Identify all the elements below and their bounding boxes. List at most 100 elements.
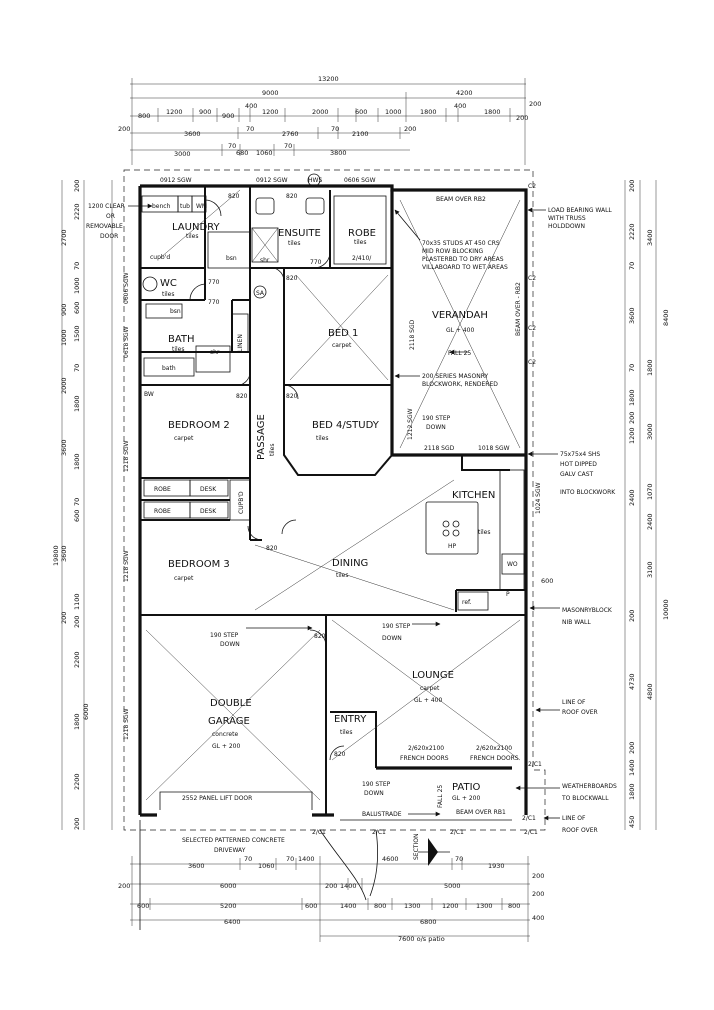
dim-bottom-a6: 70 (455, 855, 463, 863)
dim-right-a0: 200 (628, 180, 636, 192)
dim-bottom-a1: 70 (244, 855, 252, 863)
wc-finish: tiles (162, 291, 175, 298)
dim-right-b4: 3100 (646, 561, 654, 578)
dim-left-b5: 3600 (60, 439, 68, 456)
dim-top-200d: 200 (404, 125, 416, 133)
left-dimension-text: 19800 200 2220 70 1000 600 1500 70 1800 … (52, 180, 90, 830)
bed1-label: BED 1 (328, 328, 358, 339)
dim-top-200b: 200 (516, 114, 528, 122)
verandah-fall: FALL 25 (448, 350, 471, 357)
dim-bottom-a8: 200 (532, 872, 544, 880)
note-c1-a: 2/C1 (312, 829, 326, 836)
garage-label-2: GARAGE (208, 716, 250, 727)
note-french-1b: FRENCH DOORS (400, 755, 449, 762)
note-shs-3: GALV CAST (560, 471, 594, 478)
desk-label-1: DESK (200, 486, 217, 493)
garage-level: GL + 200 (212, 743, 240, 750)
note-roof-4: ROOF OVER (562, 827, 598, 834)
note-c1-b: 2/C1 (372, 829, 386, 836)
window-w11: 1018 SGW (478, 445, 510, 452)
note-roof-1: LINE OF (562, 699, 586, 706)
garage-finish: concrete (212, 731, 238, 738)
fixture-labels: bench tub WM cupb'd bsn bsn shr shr bath… (144, 177, 518, 606)
door-770-bath: 770 (208, 299, 220, 306)
kitchen-finish: tiles (478, 529, 491, 536)
dim-right-c1: 2400 (646, 513, 654, 530)
note-french-2: 2/620x2100 (476, 745, 512, 752)
dim-bottom-b2: 200 (325, 882, 337, 890)
window-w8: 1218 SGW (123, 708, 130, 740)
dim-left-a5: 1500 (73, 325, 81, 342)
note-beam-rb2-v: BEAM OVER - RB2 (515, 282, 522, 336)
dim-bottom-a3: 70 (286, 855, 294, 863)
dim-top-70c: 70 (228, 142, 236, 150)
bedroom2-finish: carpet (174, 435, 194, 442)
dim-top-1000: 1000 (385, 108, 402, 116)
dim-right-b1: 1800 (646, 359, 654, 376)
ref-label: ref. (462, 599, 472, 606)
dim-top-400a: 400 (245, 102, 257, 110)
window-w1: 0912 SGW (160, 177, 192, 184)
note-clear-2: OR (106, 213, 115, 220)
note-clear-3: REMOVABLE (86, 223, 123, 230)
garage-label-1: DOUBLE (210, 698, 252, 709)
dim-right-c2: 10000 (662, 599, 670, 620)
lounge-label: LOUNGE (412, 670, 454, 681)
note-section: SECTION (413, 834, 420, 860)
dim-bottom-c6: 1200 (442, 902, 459, 910)
note-shs-1: 75x75x4 SHS (560, 451, 600, 458)
bsn-label-1: bsn (170, 308, 181, 315)
dim-bottom-a7: 1930 (488, 862, 505, 870)
tub-label: tub (180, 203, 190, 210)
note-fall-patio: FALL 25 (437, 785, 444, 808)
dim-left-b4: 2000 (60, 377, 68, 394)
wo-label: WO (507, 561, 518, 568)
dim-top-1200a: 1200 (166, 108, 183, 116)
note-weather-1: WEATHERBOARDS (562, 783, 617, 790)
entry-label: ENTRY (334, 714, 367, 725)
note-entry-step-1: 190 STEP (362, 781, 391, 788)
dim-top-4200: 4200 (456, 89, 473, 97)
annotations: BEAM OVER RB2 BEAM OVER - RB2 LOAD BEARI… (86, 183, 617, 866)
internal-walls (140, 186, 526, 815)
bedroom3-finish: carpet (174, 575, 194, 582)
shr-label-1: shr (260, 257, 270, 264)
dim-top-1800b: 1800 (484, 108, 501, 116)
dim-bottom-d1: 6800 (420, 918, 437, 926)
patio-label: PATIO (452, 782, 481, 793)
dim-top-2760: 2760 (282, 130, 299, 138)
dim-top-900b: 900 (222, 112, 234, 120)
dim-top-900a: 900 (199, 108, 211, 116)
dim-left-a8: 1800 (73, 453, 81, 470)
door-820-garage: 820 (314, 633, 326, 640)
bed1-finish: carpet (332, 342, 352, 349)
dim-bottom-a2: 1060 (258, 862, 275, 870)
note-load-1: LOAD BEARING WALL (548, 207, 612, 214)
dim-left-a4: 600 (73, 302, 81, 314)
p-label: P (506, 591, 510, 598)
bedroom2-label: BEDROOM 2 (168, 420, 230, 431)
hp-label: HP (448, 543, 457, 550)
note-french-1: 2/620x2100 (408, 745, 444, 752)
robe-label-1: ROBE (154, 486, 171, 493)
dim-bottom-c0: 600 (137, 902, 149, 910)
dim-left-a7: 1800 (73, 395, 81, 412)
robe-label: ROBE (348, 228, 376, 239)
dim-bottom-c3: 1400 (340, 902, 357, 910)
dim-bottom-b1: 6000 (220, 882, 237, 890)
note-beam-rb2: BEAM OVER RB2 (436, 196, 486, 203)
door-770-robe: 770 (310, 259, 322, 266)
ensuite-finish: tiles (288, 240, 301, 247)
dim-left-a3: 1000 (73, 277, 81, 294)
note-masonry-1: 200 SERIES MASONRY (422, 373, 488, 380)
dim-left-b0: 2700 (60, 229, 68, 246)
dim-top-2100: 2100 (352, 130, 369, 138)
bed4-label: BED 4/STUDY (312, 420, 380, 431)
robe-label-2: ROBE (154, 508, 171, 515)
wm-label: WM (196, 203, 207, 210)
door-770-wc: 770 (208, 279, 220, 286)
dim-right-a7: 1200 (628, 427, 636, 444)
bench-label: bench (152, 203, 171, 210)
dim-left-a10: 600 (73, 510, 81, 522)
entry-finish: tiles (340, 729, 353, 736)
